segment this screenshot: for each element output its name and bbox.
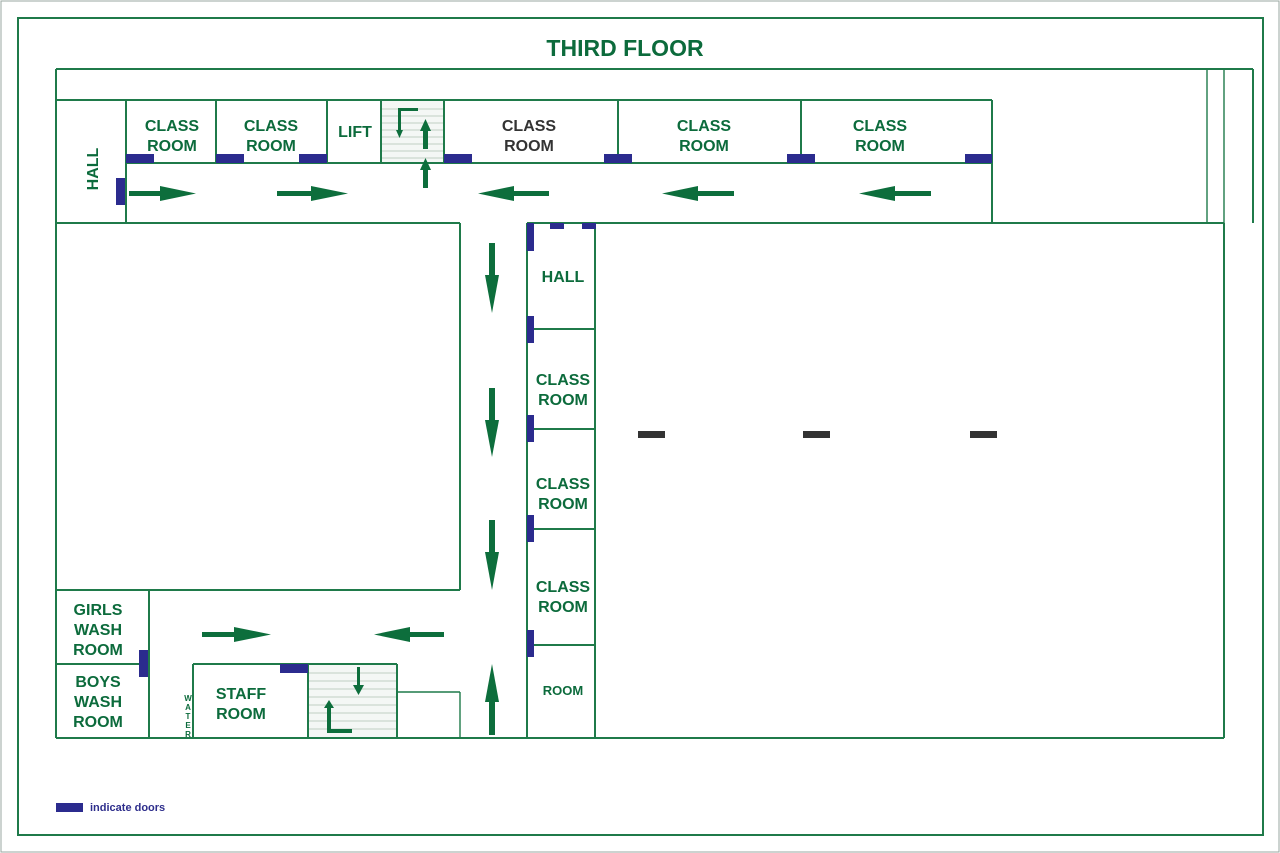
- arrow-left: [662, 186, 734, 201]
- page-title: THIRD FLOOR: [546, 35, 704, 61]
- door: [299, 154, 327, 163]
- door: [527, 630, 534, 657]
- room-label-boys-wash-line1: BOYS: [75, 674, 121, 691]
- staircase-bottom: [309, 665, 396, 737]
- room-label-lift: LIFT: [338, 124, 372, 141]
- arrow-down: [485, 520, 499, 590]
- water-letter: E: [185, 721, 191, 730]
- arrow-left: [859, 186, 931, 201]
- room-label-hall-left: HALL: [85, 147, 102, 190]
- doors: [116, 154, 992, 677]
- room-label-room: ROOM: [543, 683, 583, 698]
- door: [280, 664, 308, 673]
- room-label-class-8-line2: ROOM: [538, 599, 588, 616]
- room-label-hall-mid: HALL: [542, 269, 585, 286]
- door: [444, 154, 472, 163]
- room-label-staff-line2: ROOM: [216, 706, 266, 723]
- inner-frame: [17, 17, 1264, 836]
- arrow-right: [202, 627, 271, 642]
- room-label-class-4-line1: CLASS: [677, 118, 732, 135]
- legend: indicate doors: [56, 802, 165, 814]
- room-label-girls-wash-line3: ROOM: [73, 642, 123, 659]
- arrow-up: [420, 119, 431, 149]
- arrow-up: [420, 158, 431, 188]
- door: [550, 223, 564, 229]
- door: [216, 154, 244, 163]
- arrow-right: [277, 186, 348, 201]
- door: [965, 154, 992, 163]
- arrow-down: [485, 243, 499, 313]
- room-label-class-7-line2: ROOM: [538, 496, 588, 513]
- room-label-boys-wash-line2: WASH: [74, 694, 122, 711]
- staircase-top: [382, 101, 443, 162]
- room-label-girls-wash-line2: WASH: [74, 622, 122, 639]
- door: [139, 650, 148, 677]
- open-area-marks: [638, 431, 997, 438]
- room-label-class-6-line2: ROOM: [538, 392, 588, 409]
- room-label-class-6-line1: CLASS: [536, 372, 591, 389]
- door: [527, 515, 534, 542]
- arrow-left: [478, 186, 549, 201]
- door: [527, 415, 534, 442]
- water-letter: A: [185, 703, 191, 712]
- room-label-class-2-line2: ROOM: [246, 138, 296, 155]
- door: [787, 154, 815, 163]
- arrow-down: [485, 388, 499, 457]
- water-letter: W: [184, 694, 192, 703]
- water-letter: R: [185, 730, 191, 739]
- room-label-class-5-line2: ROOM: [855, 138, 905, 155]
- legend-text: indicate doors: [90, 802, 165, 814]
- room-label-class-3-line1: CLASS: [502, 118, 557, 135]
- room-labels: HALL CLASS ROOM CLASS ROOM LIFT CLASS RO…: [73, 118, 907, 739]
- room-label-class-1-line1: CLASS: [145, 118, 200, 135]
- evacuation-arrows: [129, 119, 931, 735]
- room-label-class-2-line1: CLASS: [244, 118, 299, 135]
- arrow-left: [374, 627, 444, 642]
- room-label-class-5-line1: CLASS: [853, 118, 908, 135]
- room-label-staff-line1: STAFF: [216, 686, 267, 703]
- room-label-class-4-line2: ROOM: [679, 138, 729, 155]
- room-label-class-3-line2: ROOM: [504, 138, 554, 155]
- room-label-boys-wash-line3: ROOM: [73, 714, 123, 731]
- door: [582, 223, 596, 229]
- water-letter: T: [186, 712, 191, 721]
- door: [604, 154, 632, 163]
- door: [126, 154, 154, 163]
- door: [116, 178, 125, 205]
- room-label-girls-wash-line1: GIRLS: [74, 602, 123, 619]
- arrow-up: [485, 664, 499, 735]
- arrow-right: [129, 186, 196, 201]
- door: [527, 223, 534, 251]
- room-label-class-1-line2: ROOM: [147, 138, 197, 155]
- door: [527, 316, 534, 343]
- room-label-class-8-line1: CLASS: [536, 579, 591, 596]
- legend-door-swatch: [56, 803, 83, 812]
- room-label-class-7-line1: CLASS: [536, 476, 591, 493]
